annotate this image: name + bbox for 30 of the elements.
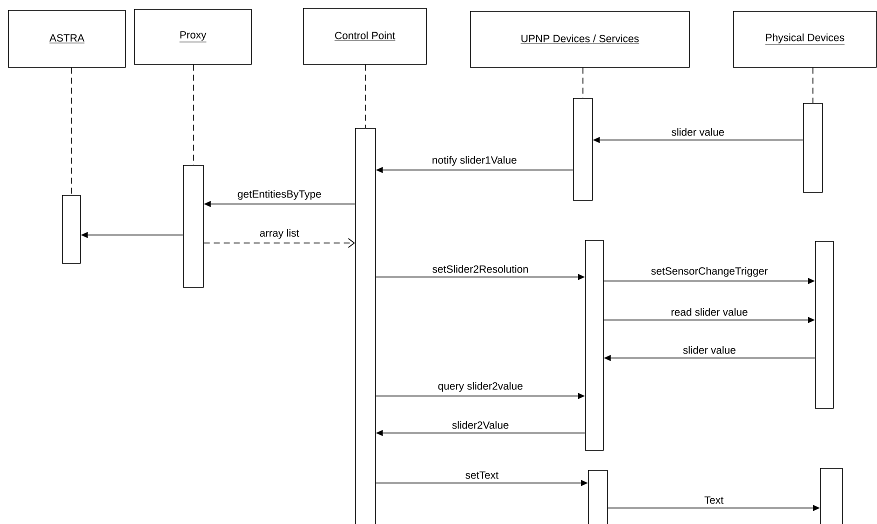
edge-label: setText (464, 470, 500, 480)
message-arrow (203, 238, 356, 248)
edge-label: notify slider1Value (430, 155, 518, 167)
activation-bar (803, 103, 823, 193)
activation-bar (183, 165, 204, 288)
activation-bar (62, 195, 81, 264)
lifeline-head-box: Proxy (134, 9, 252, 65)
activation-bar (820, 468, 843, 524)
edge-label: slider value (670, 127, 726, 137)
edge-label: setSlider2Resolution (431, 264, 530, 274)
lifeline (71, 67, 72, 196)
edge-label: slider value (682, 345, 737, 355)
edge-label: array list (258, 228, 300, 240)
lifeline (812, 67, 814, 104)
edge-label: setSensorChangeTrigger (650, 266, 769, 278)
activation-bar (588, 470, 608, 524)
lifeline-head-box: Physical Devices (733, 11, 877, 68)
edge-label: slider2Value (450, 420, 510, 430)
lifeline-head-box: ASTRA (8, 10, 126, 68)
edge-label: read slider value (670, 307, 749, 317)
edge-label: getEntitiesByType (236, 189, 322, 201)
lifeline-head-box: Control Point (303, 8, 427, 65)
activation-bar (573, 98, 593, 201)
lifeline (365, 64, 366, 128)
activation-bar (815, 241, 834, 409)
activation-bar (585, 240, 604, 451)
lifeline-head-box: UPNP Devices / Services (470, 11, 690, 68)
edge-label: query slider2value (436, 381, 524, 393)
activation-bar (355, 128, 376, 524)
edge-label: Text (703, 495, 725, 505)
